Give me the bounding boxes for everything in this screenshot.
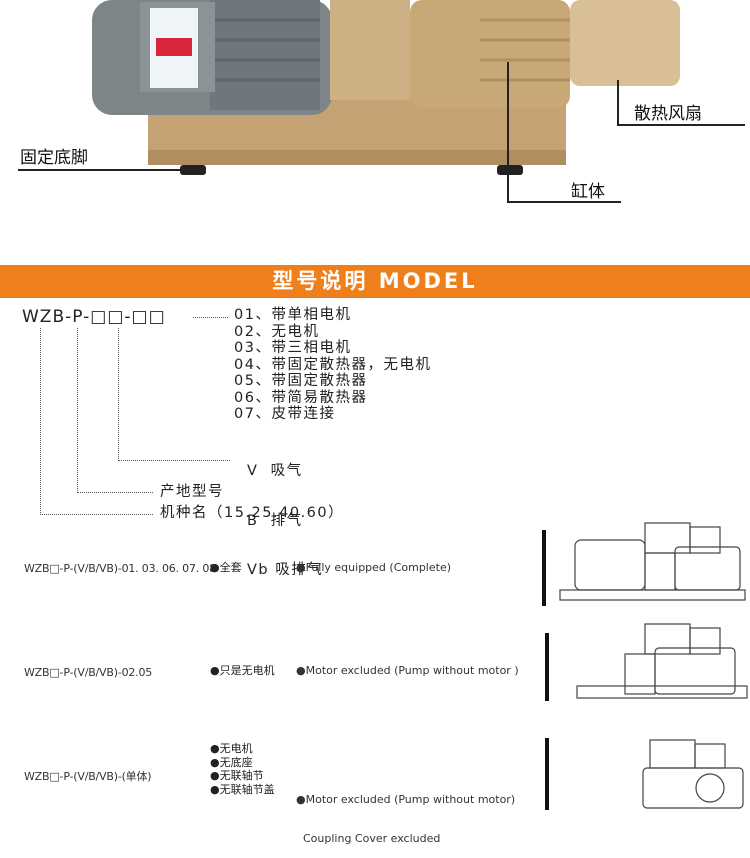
- feet-label: 固定底脚: [20, 148, 88, 168]
- bracket-3: [545, 738, 549, 810]
- variant-code-1: WZB□-P-(V/B/VB)-01. 03. 06. 07. 08: [24, 562, 216, 575]
- variant-en-item: ●Motor excluded (Pump without motor): [296, 793, 516, 806]
- fan-callout-line: [617, 80, 619, 125]
- model-options-list: 01、带单相电机 02、无电机 03、带三相电机 04、带固定散热器，无电机 0…: [234, 307, 431, 423]
- pump-no-motor-drawing: [576, 623, 748, 699]
- cylinder-callout-line: [507, 62, 509, 202]
- leader-gas: [118, 328, 230, 461]
- series-label: 机种名（15.25.40.60）: [160, 505, 345, 521]
- variant-cn-3: ●无电机 ●无底座 ●无联轴节 ●无联轴节盖: [210, 742, 275, 796]
- option-01: 01、带单相电机: [234, 307, 352, 323]
- variant-cn-item: ●只是无电机: [210, 664, 275, 677]
- cylinder-label: 缸体: [571, 182, 605, 202]
- variant-en-item: ●Fully equipped (Complete): [296, 561, 451, 574]
- variant-en-item: Coupling Cover excluded: [296, 832, 441, 845]
- fan-callout-underline: [617, 124, 745, 126]
- gas-options-list: V 吸气 B 排气 Vb 吸排气: [247, 430, 323, 595]
- variant-cn-item: ●全套: [210, 561, 242, 574]
- pump-unit-only-drawing: [642, 739, 744, 809]
- option-02: 02、无电机: [234, 323, 320, 340]
- gas-v: V 吸气: [247, 463, 303, 479]
- feet-callout-underline: [18, 169, 203, 171]
- option-07: 07、皮带连接: [234, 406, 336, 422]
- variant-cn-item: ●无联轴节: [210, 769, 264, 782]
- variant-cn-item: ●无底座: [210, 755, 253, 769]
- variant-cn-1: ●全套: [210, 561, 242, 575]
- variant-code-3: WZB□-P-(V/B/VB)-(单体): [24, 770, 152, 783]
- variant-en-3: ●Motor excluded (Pump without motor) Cou…: [296, 767, 515, 858]
- leader-origin: [77, 328, 153, 493]
- model-code: WZB-P-□□-□□: [22, 307, 166, 327]
- option-03: 03、带三相电机: [234, 340, 352, 356]
- variant-en-item: ●Motor excluded (Pump without motor ): [296, 664, 519, 677]
- leader-series: [40, 328, 153, 515]
- variant-code-2: WZB□-P-(V/B/VB)-02.05: [24, 666, 153, 679]
- option-04: 04、带固定散热器，无电机: [234, 356, 432, 373]
- fan-label: 散热风扇: [634, 104, 702, 124]
- model-section-banner: 型号说明 MODEL: [0, 265, 750, 298]
- gas-vb: Vb 吸排气: [247, 562, 324, 578]
- variant-cn-item: ●无联轴节盖: [210, 782, 275, 796]
- origin-label: 产地型号: [160, 484, 224, 500]
- option-06: 06、带简易散热器: [234, 389, 368, 406]
- vacuum-pump-photo: [92, 0, 680, 175]
- variant-cn-2: ●只是无电机: [210, 664, 275, 678]
- cylinder-callout-underline: [507, 201, 621, 203]
- variant-en-2: ●Motor excluded (Pump without motor ): [296, 664, 519, 677]
- variant-en-1: ●Fully equipped (Complete): [296, 561, 451, 574]
- variant-cn-item: ●无电机: [210, 742, 253, 755]
- pump-full-set-drawing: [559, 522, 746, 601]
- option-05: 05、带固定散热器: [234, 373, 368, 389]
- leader-options: [193, 317, 228, 318]
- bracket-1: [542, 530, 546, 606]
- bracket-2: [545, 633, 549, 701]
- gas-b: B 排气: [247, 512, 303, 529]
